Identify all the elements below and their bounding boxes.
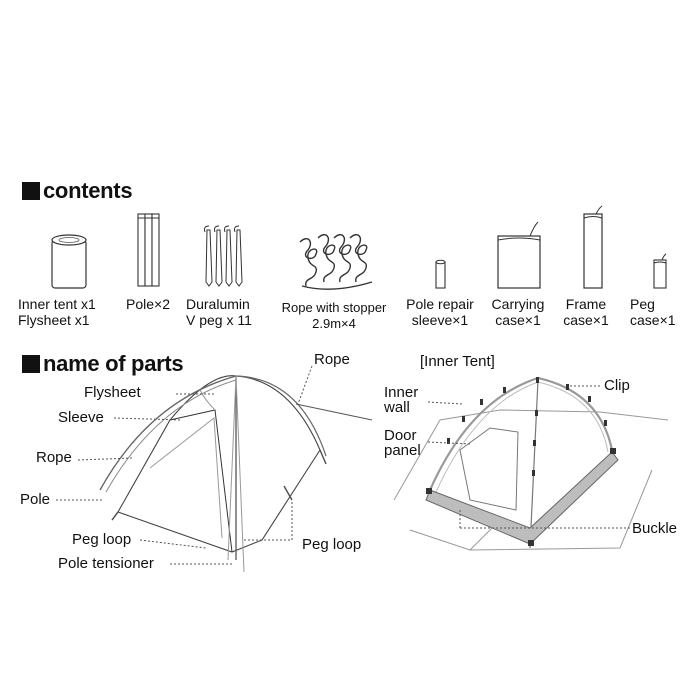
caption-line: Flysheet x1 [18,312,90,328]
caption-frame-case: Frame case×1 [556,296,616,328]
poles-bundle-icon [137,213,160,287]
label-sleeve: Sleeve [58,409,104,426]
label-rope-top: Rope [314,351,350,368]
label-pole: Pole [20,491,51,508]
caption-line: sleeve×1 [411,312,469,328]
contents-title-text: contents [43,178,133,203]
frame-case-icon [583,205,603,289]
parts-title: name of parts [22,351,184,377]
caption-rope: Rope with stopper 2.9m×4 [276,300,392,332]
caption-line: Duralumin [186,296,250,312]
caption-line: Carrying [491,296,545,312]
clip-marks-icon [447,377,607,476]
pole-repair-sleeve-icon [435,259,446,289]
label-line: panel [384,442,421,459]
caption-pole: Pole×2 [116,296,180,312]
label-line: Door [384,427,417,444]
parts-title-text: name of parts [43,351,184,376]
caption-line: 2.9m×4 [312,316,356,331]
caption-line: case×1 [630,312,676,328]
label-line: Inner [384,384,419,401]
title-square-icon [22,182,40,200]
caption-line: case×1 [495,312,541,328]
label-pole-tensioner: Pole tensioner [58,555,154,572]
label-peg-loop-right: Peg loop [302,536,362,553]
label-buckle: Buckle [632,520,678,537]
caption-line: Pole repair [406,296,474,312]
caption-line: Peg [630,296,655,312]
label-rope-left: Rope [36,449,72,466]
caption-line: Pole×2 [126,296,170,312]
label-inner-wall: Inner wall [384,385,418,415]
caption-inner-tent: Inner tent x1 Flysheet x1 [18,296,108,328]
caption-line: Inner tent x1 [18,296,96,312]
title-square-icon [22,355,40,373]
caption-line: Rope with stopper [281,300,387,315]
caption-pole-repair: Pole repair sleeve×1 [398,296,482,328]
caption-line: case×1 [563,312,609,328]
label-line: wall [384,399,410,416]
inner-tent-title: [Inner Tent] [420,353,495,370]
inner-tent-roll-icon [51,234,87,289]
label-clip: Clip [604,377,630,394]
rope-coils-icon [299,234,373,290]
contents-title: contents [22,178,133,204]
caption-carrying-case: Carrying case×1 [484,296,552,328]
label-flysheet: Flysheet [84,384,141,401]
label-door-panel: Door panel [384,428,421,458]
peg-case-icon [653,253,667,289]
v-pegs-icon [204,225,243,287]
caption-line: V peg x 11 [186,312,252,328]
label-peg-loop-left: Peg loop [72,531,132,548]
carrying-case-icon [497,221,541,289]
caption-line: Frame [565,296,607,312]
caption-peg-case: Peg case×1 [630,296,692,328]
caption-vpeg: Duralumin V peg x 11 [186,296,270,328]
